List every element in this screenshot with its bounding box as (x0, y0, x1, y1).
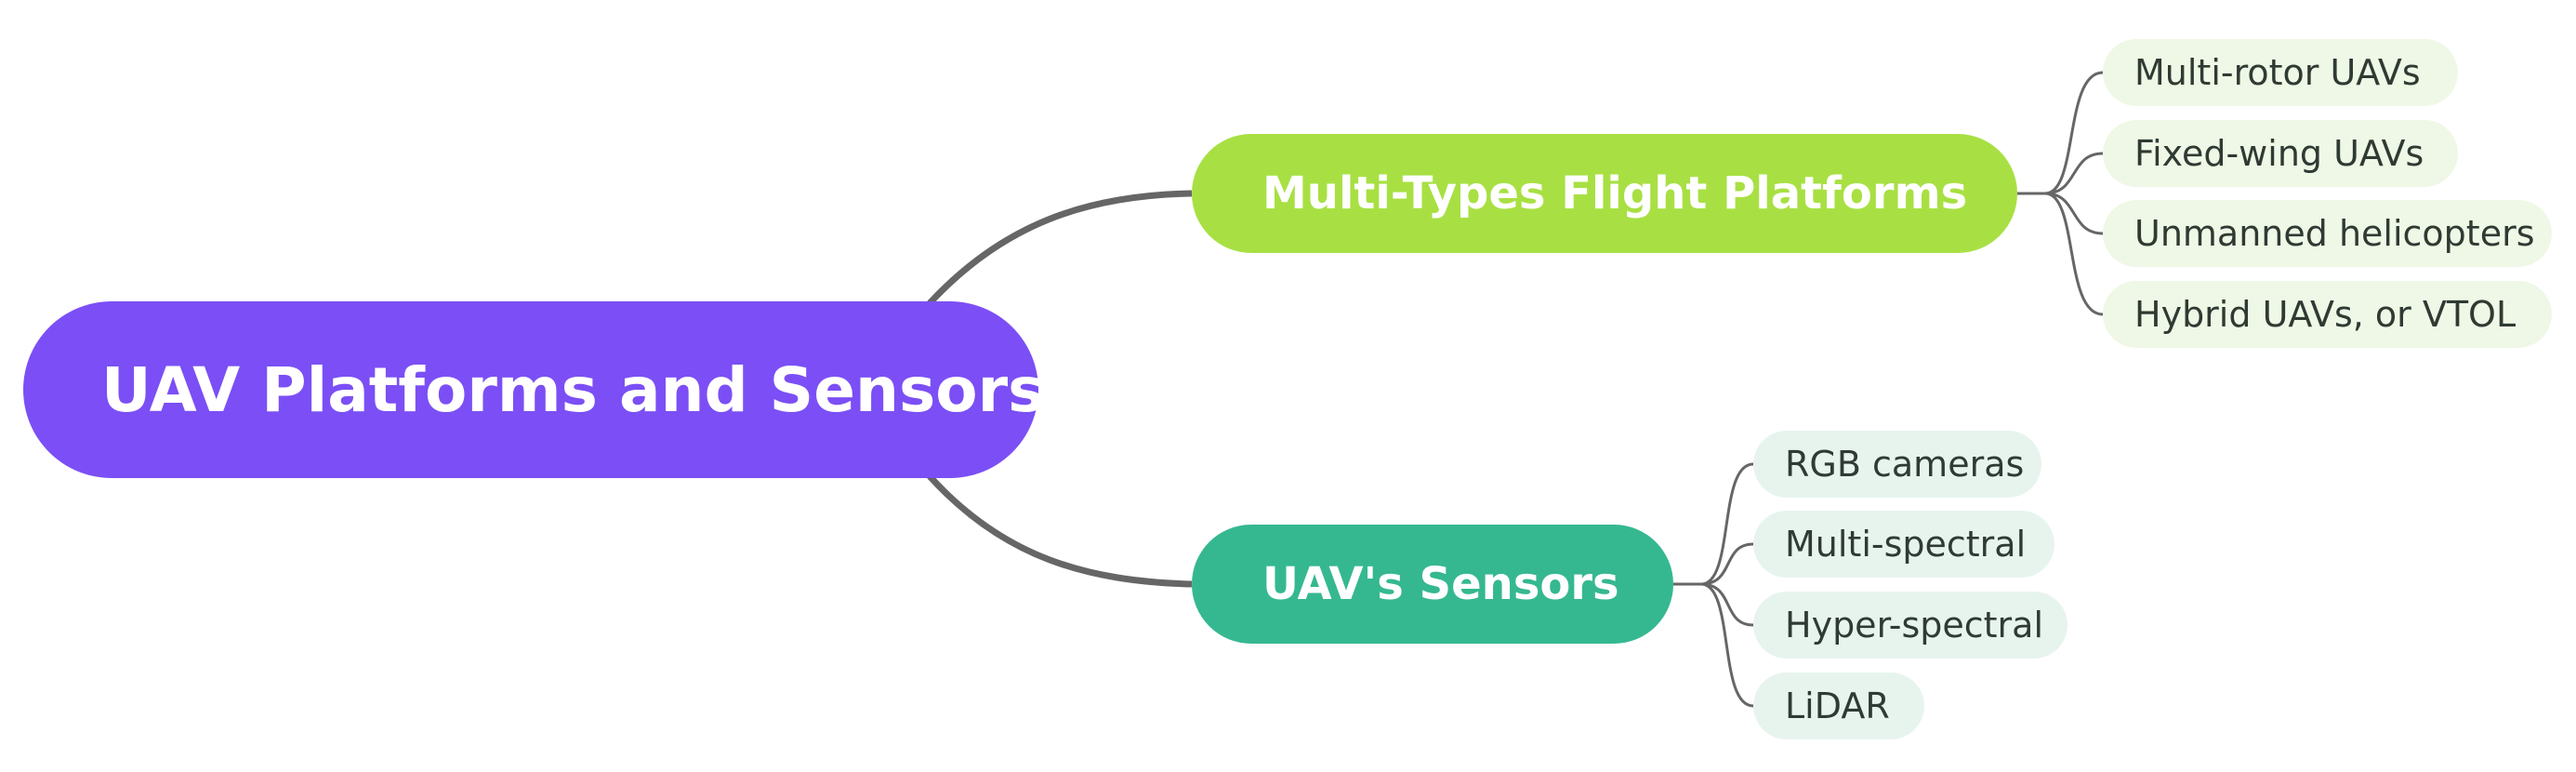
leaf-label: Multi-spectral (1785, 524, 2027, 565)
leaf-label: Unmanned helicopters (2134, 213, 2535, 254)
root-node[interactable]: UAV Platforms and Sensors (23, 301, 1044, 478)
root-label: UAV Platforms and Sensors (101, 353, 1045, 426)
leaf-helicopters[interactable]: Unmanned helicopters (2103, 200, 2552, 267)
leaf-label: Multi-rotor UAVs (2134, 52, 2421, 93)
leaf-hyper-spectral[interactable]: Hyper-spectral (1753, 592, 2067, 659)
leaf-label: Fixed-wing UAVs (2134, 133, 2424, 174)
branch-flight-platforms[interactable]: Multi-Types Flight Platforms (1192, 134, 2017, 253)
leaf-rgb-cameras[interactable]: RGB cameras (1753, 431, 2041, 498)
leaf-multi-rotor[interactable]: Multi-rotor UAVs (2103, 39, 2458, 106)
leaf-label: Hyper-spectral (1785, 605, 2044, 646)
branch-label: Multi-Types Flight Platforms (1262, 167, 1968, 220)
leaf-label: LiDAR (1785, 685, 1890, 726)
connector-sensors-fan (1673, 462, 1754, 708)
leaf-hybrid-vtol[interactable]: Hybrid UAVs, or VTOL (2103, 281, 2552, 348)
connector-root-to-platforms (927, 190, 1193, 306)
leaf-label: Hybrid UAVs, or VTOL (2134, 294, 2517, 335)
leaf-fixed-wing[interactable]: Fixed-wing UAVs (2103, 120, 2458, 187)
branch-label: UAV's Sensors (1262, 558, 1619, 610)
connector-root-to-sensors (927, 473, 1193, 588)
connector-platforms-fan (2017, 71, 2104, 316)
leaf-lidar[interactable]: LiDAR (1753, 672, 1924, 739)
branch-sensors[interactable]: UAV's Sensors (1192, 525, 1673, 644)
leaf-label: RGB cameras (1785, 444, 2025, 485)
leaf-multi-spectral[interactable]: Multi-spectral (1753, 511, 2054, 578)
